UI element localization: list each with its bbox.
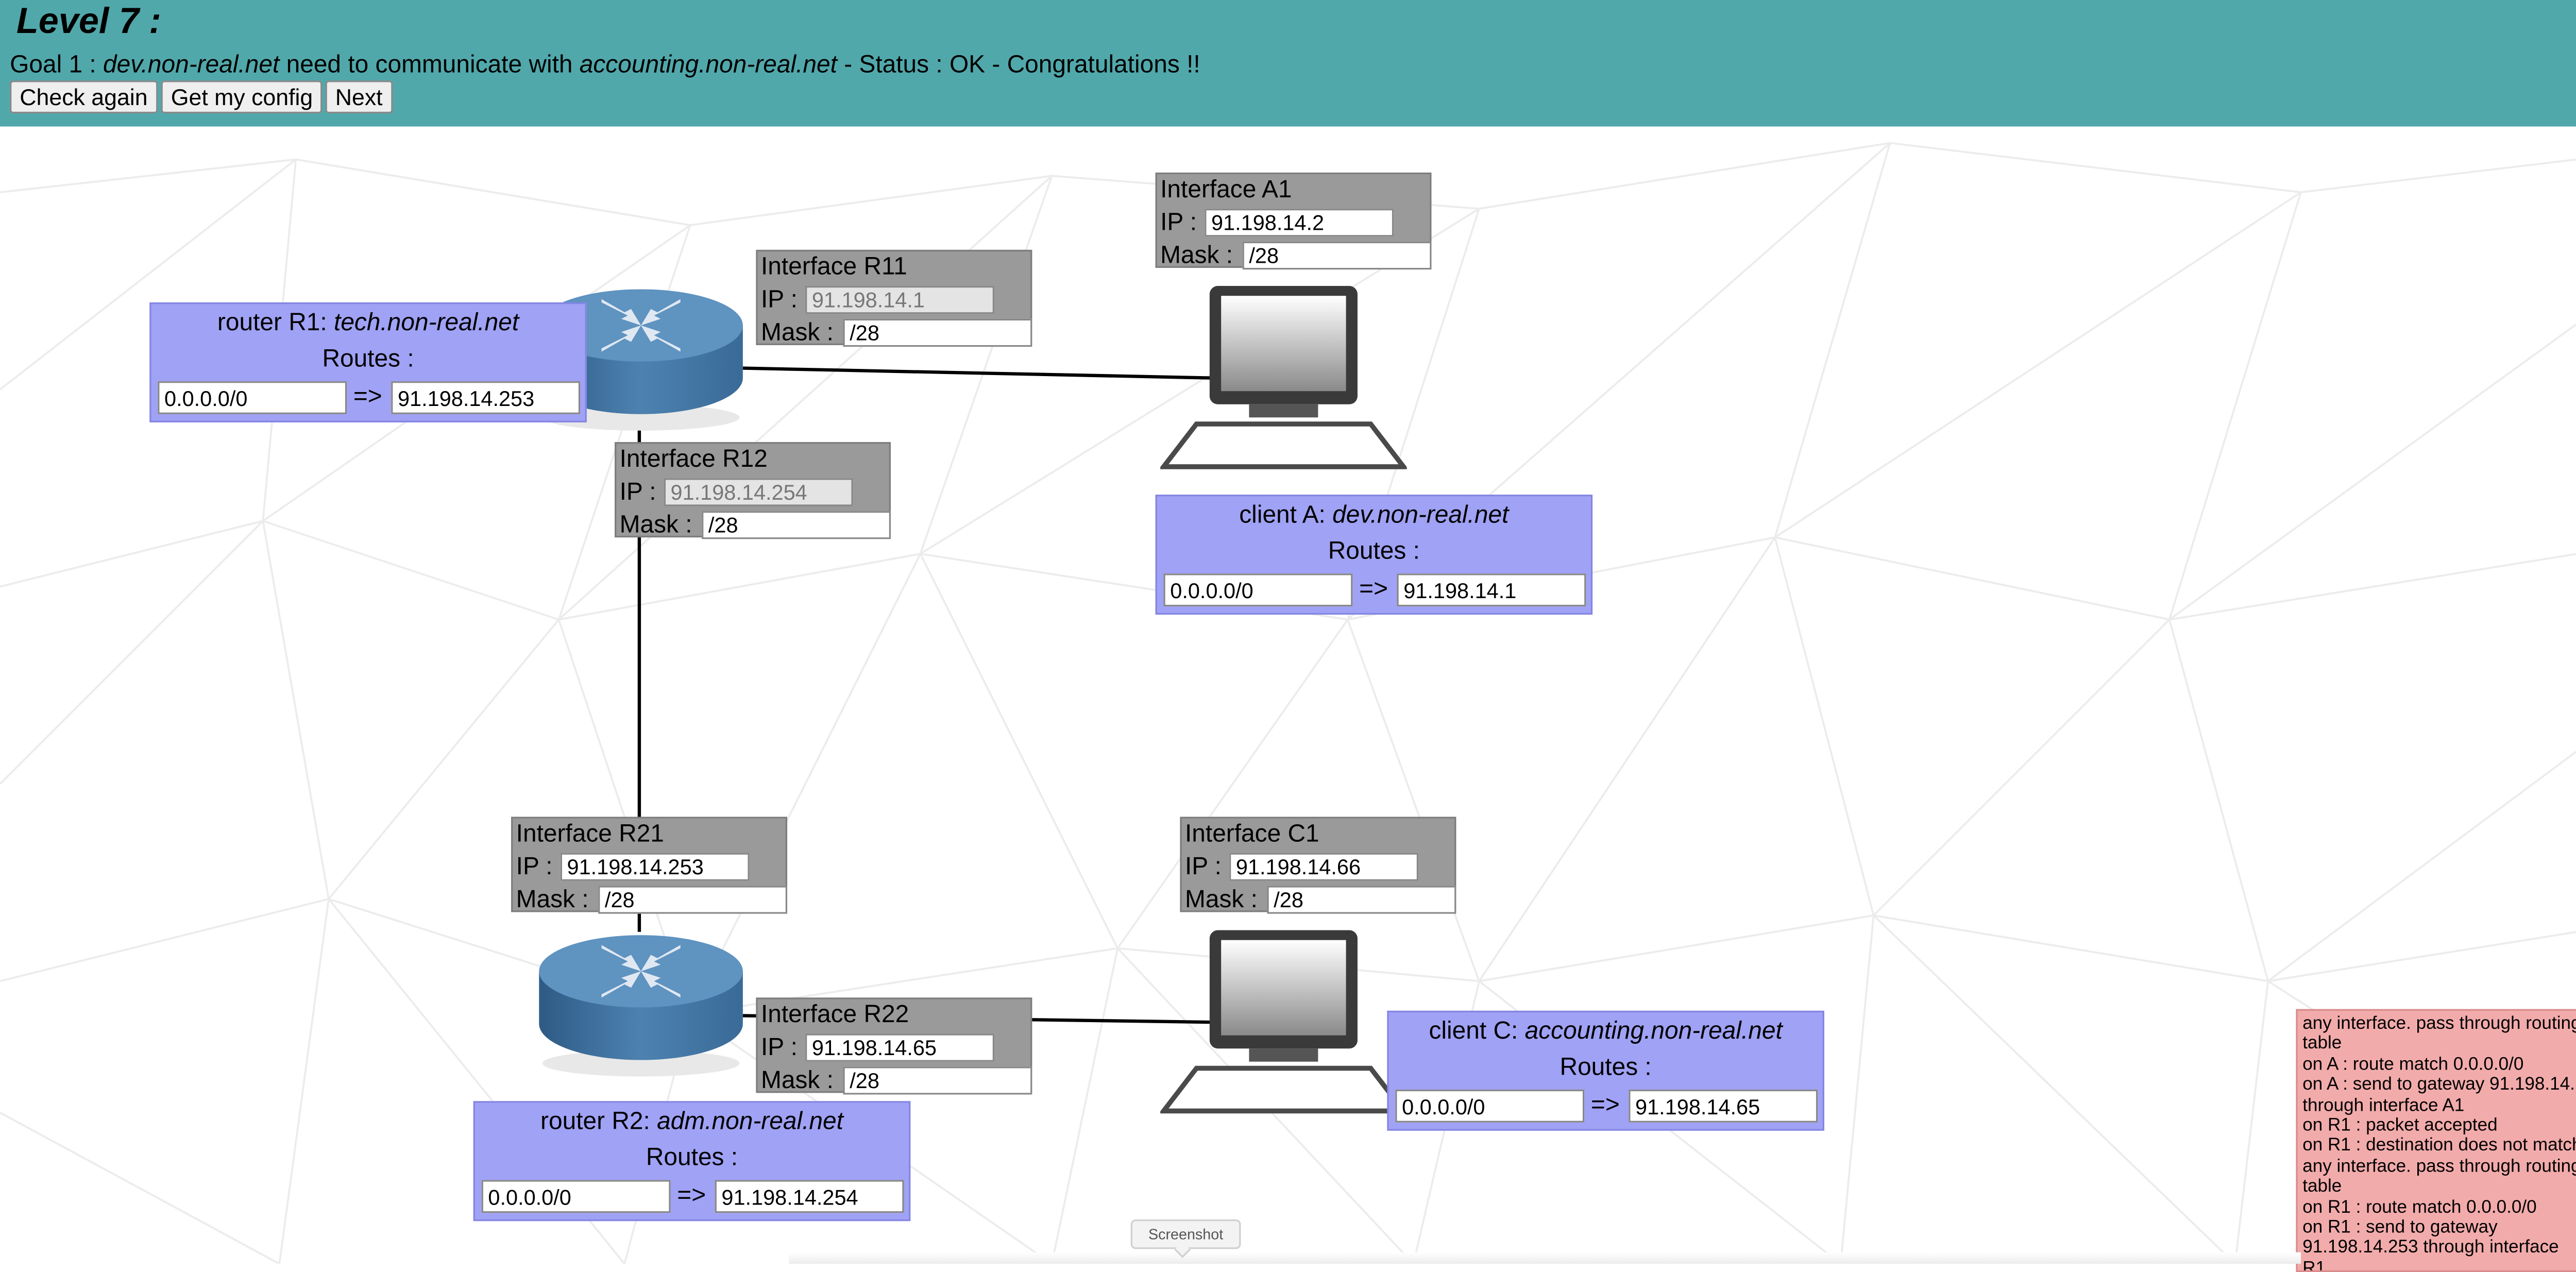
log-line: on R1 : packet accepted: [2302, 1116, 2498, 1136]
bottom-shade: [789, 1252, 2301, 1264]
router-icon[interactable]: [536, 276, 746, 434]
host-type: router R2:: [540, 1108, 657, 1136]
log-line: on R1 : destination does not match any i…: [2302, 1136, 2576, 1197]
host-title: client C: accounting.non-real.net: [1389, 1017, 1823, 1045]
interface-r11-panel: Interface R11 IP : Mask :: [756, 249, 1032, 347]
ip-label: IP :: [619, 478, 656, 506]
router-r2-route-destination-input[interactable]: [481, 1180, 671, 1213]
route-arrow: =>: [1590, 1091, 1620, 1120]
host-domain: accounting.non-real.net: [1524, 1017, 1783, 1045]
log-line: 91.198.14.253 through interface R1: [2302, 1238, 2559, 1272]
client-a-route-destination-input[interactable]: [1163, 573, 1353, 607]
goal-source-host: dev.non-real.net: [103, 50, 280, 79]
route-arrow: =>: [353, 383, 382, 411]
interface-r12-ip-input: [664, 478, 853, 506]
interface-c1-ip-input[interactable]: [1229, 853, 1418, 881]
router-r1-route-gateway-input[interactable]: [391, 381, 581, 414]
client-c-route-gateway-input[interactable]: [1629, 1089, 1818, 1123]
route-arrow: =>: [1359, 575, 1388, 603]
host-domain: tech.non-real.net: [334, 309, 519, 337]
interface-r12-panel: Interface R12 IP : Mask :: [615, 442, 891, 539]
client-a-route-gateway-input[interactable]: [1397, 573, 1586, 607]
log-line: on R1 : send to gateway: [2302, 1217, 2498, 1238]
packet-trace-log[interactable]: any interface. pass through routing tabl…: [2296, 1009, 2576, 1272]
screenshot-button[interactable]: Screenshot: [1130, 1219, 1241, 1249]
router-r1-route-destination-input[interactable]: [158, 381, 347, 414]
host-type: router R1:: [217, 309, 334, 337]
mask-label: Mask :: [1160, 241, 1233, 270]
interface-r12-mask-input[interactable]: [702, 511, 891, 539]
mask-label: Mask :: [760, 318, 834, 347]
log-line: on R1 : route match 0.0.0.0/0: [2302, 1197, 2537, 1217]
host-domain: dev.non-real.net: [1332, 501, 1509, 530]
interface-a1-panel: Interface A1 IP : Mask :: [1155, 172, 1432, 270]
interface-name: Interface R12: [619, 445, 768, 473]
routes-label: Routes :: [322, 345, 414, 374]
router-icon[interactable]: [536, 922, 746, 1080]
ip-label: IP :: [1184, 853, 1222, 881]
interface-name: Interface C1: [1184, 820, 1319, 849]
host-type: client C:: [1429, 1017, 1525, 1045]
interface-r22-ip-input[interactable]: [805, 1033, 994, 1062]
mask-label: Mask :: [760, 1066, 834, 1095]
router-r1-panel: router R1: tech.non-real.net Routes : =>: [149, 302, 587, 422]
check-again-button[interactable]: Check again: [10, 80, 158, 114]
goal-destination-host: accounting.non-real.net: [579, 50, 837, 79]
router-r2-panel: router R2: adm.non-real.net Routes : =>: [473, 1101, 911, 1222]
interface-r21-ip-input[interactable]: [560, 853, 750, 881]
top-bar: Level 7 : Goal 1 : dev.non-real.net need…: [0, 0, 2576, 127]
interface-name: Interface A1: [1160, 176, 1292, 204]
log-line: on A : route match 0.0.0.0/0: [2302, 1055, 2524, 1075]
host-title: client A: dev.non-real.net: [1157, 501, 1591, 529]
ip-label: IP :: [760, 286, 798, 314]
mask-label: Mask :: [516, 886, 589, 914]
goal-status-text: - Status : OK - Congratulations !!: [837, 50, 1200, 79]
interface-r21-mask-input[interactable]: [598, 886, 788, 914]
interface-r11-ip-input: [805, 286, 994, 314]
interface-name: Interface R11: [760, 253, 907, 281]
router-r2-route-gateway-input[interactable]: [715, 1180, 904, 1213]
level-title: Level 7 :: [16, 0, 161, 41]
ip-label: IP :: [516, 853, 553, 881]
interface-r21-panel: Interface R21 IP : Mask :: [511, 817, 788, 914]
mask-label: Mask :: [619, 511, 692, 539]
routes-label: Routes :: [646, 1144, 738, 1172]
host-title: router R1: tech.non-real.net: [151, 309, 585, 337]
client-a-panel: client A: dev.non-real.net Routes : =>: [1155, 495, 1593, 615]
interface-name: Interface R22: [760, 1000, 909, 1029]
interface-c1-panel: Interface C1 IP : Mask :: [1180, 817, 1456, 914]
network-canvas: Interface A1 IP : Mask : Interface R11 I…: [0, 126, 2576, 1264]
interface-r11-mask-input[interactable]: [843, 318, 1032, 347]
client-c-route-destination-input[interactable]: [1395, 1089, 1585, 1123]
log-line: any interface. pass through routing tabl…: [2302, 1014, 2576, 1055]
goal-prefix: Goal 1 :: [10, 50, 104, 79]
interface-c1-mask-input[interactable]: [1267, 886, 1456, 914]
ip-label: IP :: [1160, 209, 1197, 237]
get-my-config-button[interactable]: Get my config: [161, 80, 323, 114]
host-type: client A:: [1239, 501, 1333, 530]
link-r1-a: [742, 366, 1213, 380]
interface-a1-mask-input[interactable]: [1242, 241, 1432, 270]
goal-status: Goal 1 : dev.non-real.net need to commun…: [10, 51, 1200, 79]
interface-r22-mask-input[interactable]: [843, 1066, 1032, 1095]
interface-a1-ip-input[interactable]: [1205, 209, 1394, 237]
route-arrow: =>: [677, 1181, 706, 1210]
log-line: on A : send to gateway 91.198.14.1 throu…: [2302, 1075, 2576, 1115]
goal-middle-text: need to communicate with: [279, 50, 580, 79]
mask-label: Mask :: [1184, 886, 1258, 914]
routes-label: Routes :: [1560, 1053, 1652, 1082]
host-title: router R2: adm.non-real.net: [475, 1108, 909, 1135]
routes-label: Routes :: [1328, 537, 1420, 566]
interface-name: Interface R21: [516, 820, 664, 849]
computer-icon[interactable]: [1160, 286, 1407, 470]
client-c-panel: client C: accounting.non-real.net Routes…: [1387, 1010, 1824, 1131]
interface-r22-panel: Interface R22 IP : Mask :: [756, 997, 1032, 1095]
ip-label: IP :: [760, 1033, 798, 1062]
next-button[interactable]: Next: [325, 80, 393, 114]
computer-icon[interactable]: [1160, 930, 1407, 1114]
host-domain: adm.non-real.net: [657, 1108, 843, 1136]
